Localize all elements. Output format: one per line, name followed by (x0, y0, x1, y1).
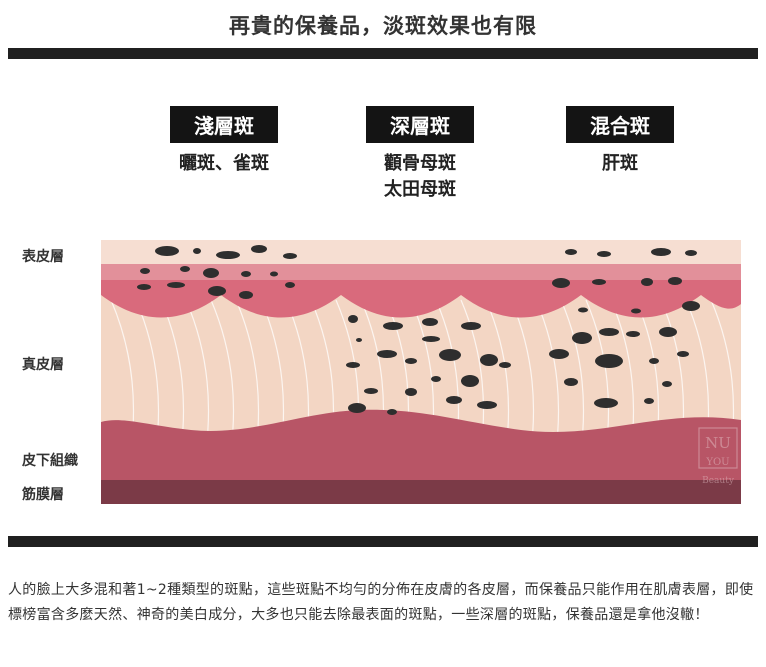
page-title: 再貴的保養品，淡斑效果也有限 (229, 14, 537, 38)
spot-type-desc-line: 肝斑 (602, 153, 638, 174)
layer-label-subcutaneous: 皮下組織 (22, 453, 78, 469)
layer-label-dermis: 真皮層 (22, 357, 64, 373)
skin-layer-diagram: NU YOU Beauty (101, 240, 741, 504)
shallow-spots (137, 245, 297, 299)
spot-type-label: 混合斑 (566, 106, 674, 143)
spot-type-deep: 深層斑 顴骨母斑 太田母斑 (340, 106, 500, 203)
spot-type-label: 深層斑 (366, 106, 474, 143)
spot-type-shallow: 淺層斑 曬斑、雀斑 (144, 106, 304, 177)
mixed-spots (549, 248, 700, 408)
watermark-text-3: Beauty (702, 476, 735, 486)
spot-type-desc-line: 顴骨母斑 (384, 153, 456, 174)
spot-type-desc: 顴骨母斑 太田母斑 (340, 151, 500, 203)
fascia-layer (101, 480, 741, 504)
spot-type-desc-line: 曬斑、雀斑 (179, 153, 269, 174)
watermark-logo: NU YOU Beauty (698, 427, 738, 486)
spot-type-mixed: 混合斑 肝斑 (540, 106, 700, 177)
body-paragraph: 人的臉上大多混和著1~2種類型的斑點，這些斑點不均勻的分佈在皮膚的各皮層，而保養… (8, 582, 754, 623)
spot-type-label: 淺層斑 (170, 106, 278, 143)
watermark-text-2: YOU (705, 457, 729, 468)
spot-type-desc: 曬斑、雀斑 (144, 151, 304, 177)
deep-spots (346, 315, 511, 415)
watermark-text-1: NU (705, 434, 731, 452)
basal-layer-top-shade (101, 264, 741, 280)
spot-type-desc-line: 太田母斑 (384, 179, 456, 200)
layer-label-epidermis: 表皮層 (22, 249, 64, 265)
top-divider-bar (8, 48, 758, 59)
bottom-divider-bar (8, 536, 758, 547)
layer-label-fascia: 筋膜層 (22, 487, 64, 503)
subcutaneous-layer (101, 409, 741, 480)
spot-type-desc: 肝斑 (540, 151, 700, 177)
